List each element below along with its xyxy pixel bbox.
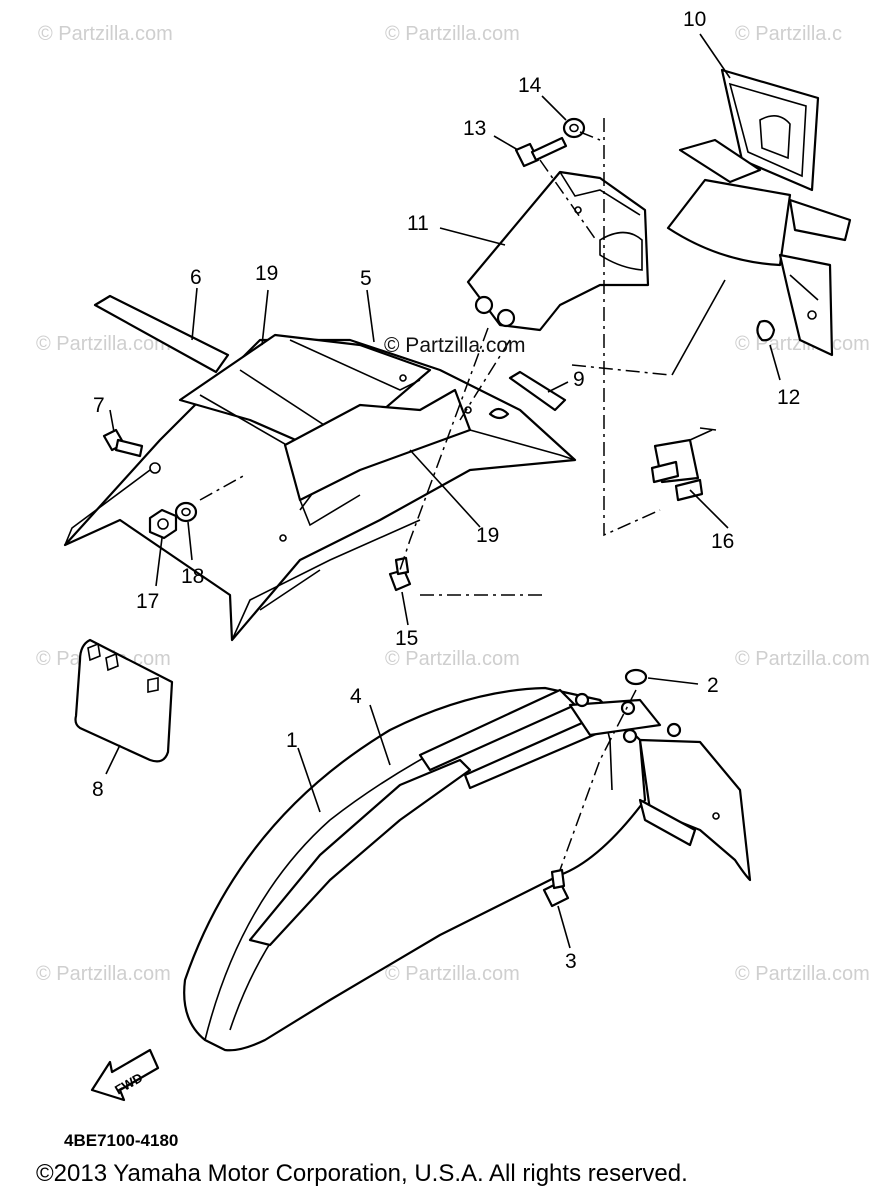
watermark: © Partzilla.com (38, 23, 173, 45)
diagram-code: 4BE7100-4180 (64, 1131, 179, 1150)
callout-11: 11 (407, 212, 429, 235)
watermark: © Partzilla.c (735, 23, 842, 45)
watermark: © Partzilla.com (735, 963, 870, 985)
decal-9 (508, 370, 567, 412)
callout-19: 19 (476, 524, 499, 547)
watermark: © Partzilla.com (735, 648, 870, 670)
washer-14 (562, 117, 586, 139)
watermark: © Partzilla.com (385, 23, 520, 45)
fwd-arrow-icon: FWD (90, 1048, 160, 1102)
watermark-layer: © Partzilla.com © Partzilla.com © Partzi… (36, 23, 870, 985)
callout-3: 3 (565, 950, 577, 973)
bolt-13 (514, 136, 568, 168)
callout-14: 14 (518, 74, 542, 97)
cap-12 (756, 319, 776, 342)
copyright-notice: ©2013 Yamaha Motor Corporation, U.S.A. A… (36, 1160, 688, 1187)
callout-13: 13 (463, 117, 486, 140)
callout-12: 12 (777, 386, 800, 409)
callout-9: 9 (573, 368, 585, 391)
callout-5: 5 (360, 267, 372, 290)
washer-18 (174, 501, 198, 523)
callout-8: 8 (92, 778, 104, 801)
callout-15: 15 (395, 627, 418, 650)
callout-16: 16 (711, 530, 734, 553)
front-fender (183, 686, 752, 1052)
callout-2: 2 (707, 674, 719, 697)
tail-housing (466, 170, 650, 332)
callout-17: 17 (136, 590, 159, 613)
rear-fender (63, 333, 577, 642)
center-watermark: © Partzilla.com (384, 334, 526, 357)
callout-18: 18 (181, 565, 204, 588)
alignment-lines (199, 118, 671, 871)
callout-1: 1 (286, 729, 298, 752)
watermark: © Partzilla.com (385, 963, 520, 985)
watermark: © Partzilla.com (36, 963, 171, 985)
callout-19: 19 (255, 262, 278, 285)
bracket-16 (650, 427, 717, 502)
callout-labels: 1 2 3 4 5 6 7 8 9 10 11 12 13 14 15 16 1… (92, 8, 800, 973)
bolt-3 (542, 868, 570, 908)
callout-6: 6 (190, 266, 202, 289)
callout-4: 4 (350, 685, 362, 708)
washer-2 (624, 668, 648, 686)
leader-lines (105, 33, 781, 949)
callout-10: 10 (683, 8, 706, 31)
nut-17 (148, 508, 178, 540)
bolt-15 (388, 556, 412, 592)
callout-7: 7 (93, 394, 105, 417)
watermark: © Partzilla.com (385, 648, 520, 670)
number-plate-8 (74, 638, 174, 763)
bolt-7 (102, 428, 144, 458)
license-plate-bracket (666, 68, 852, 357)
watermark: © Partzilla.com (36, 333, 171, 355)
